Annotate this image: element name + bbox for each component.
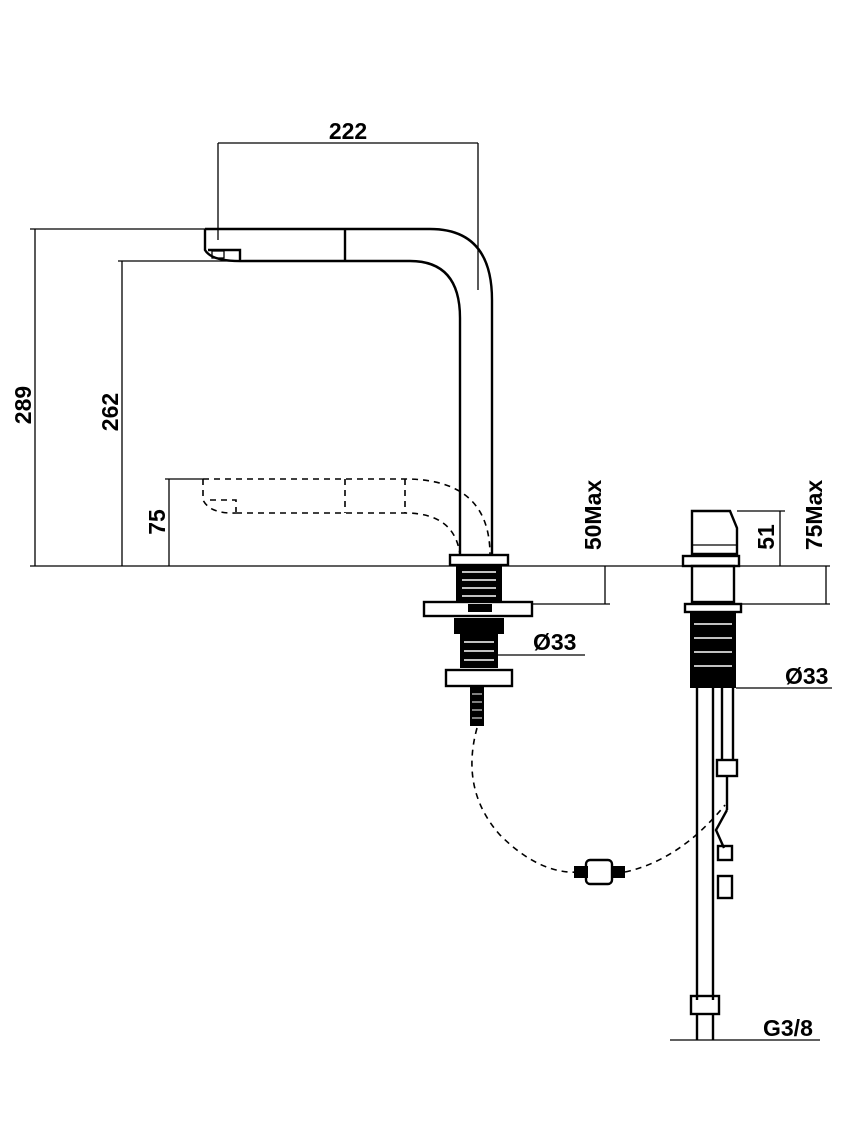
dim-height-289: 289 [10, 386, 36, 424]
dim-thread-g38: G3/8 [763, 1015, 813, 1041]
dim-height-262: 262 [97, 393, 123, 431]
front-view-mounting [30, 565, 610, 726]
dim-width-222: 222 [329, 118, 367, 144]
dimension-lines [30, 142, 832, 689]
dim-max-50: 50Max [580, 480, 606, 551]
dim-max-75: 75Max [801, 480, 827, 551]
dim-height-51: 51 [753, 524, 779, 550]
dim-height-75: 75 [144, 509, 170, 535]
side-view-faucet [610, 509, 830, 1041]
pullout-hose-dashed [471, 727, 726, 886]
dim-diameter-33-side: Ø33 [785, 663, 828, 689]
front-view-pullout-dashed [202, 478, 491, 556]
front-view-faucet [203, 227, 510, 567]
dim-diameter-33-front: Ø33 [533, 629, 576, 655]
